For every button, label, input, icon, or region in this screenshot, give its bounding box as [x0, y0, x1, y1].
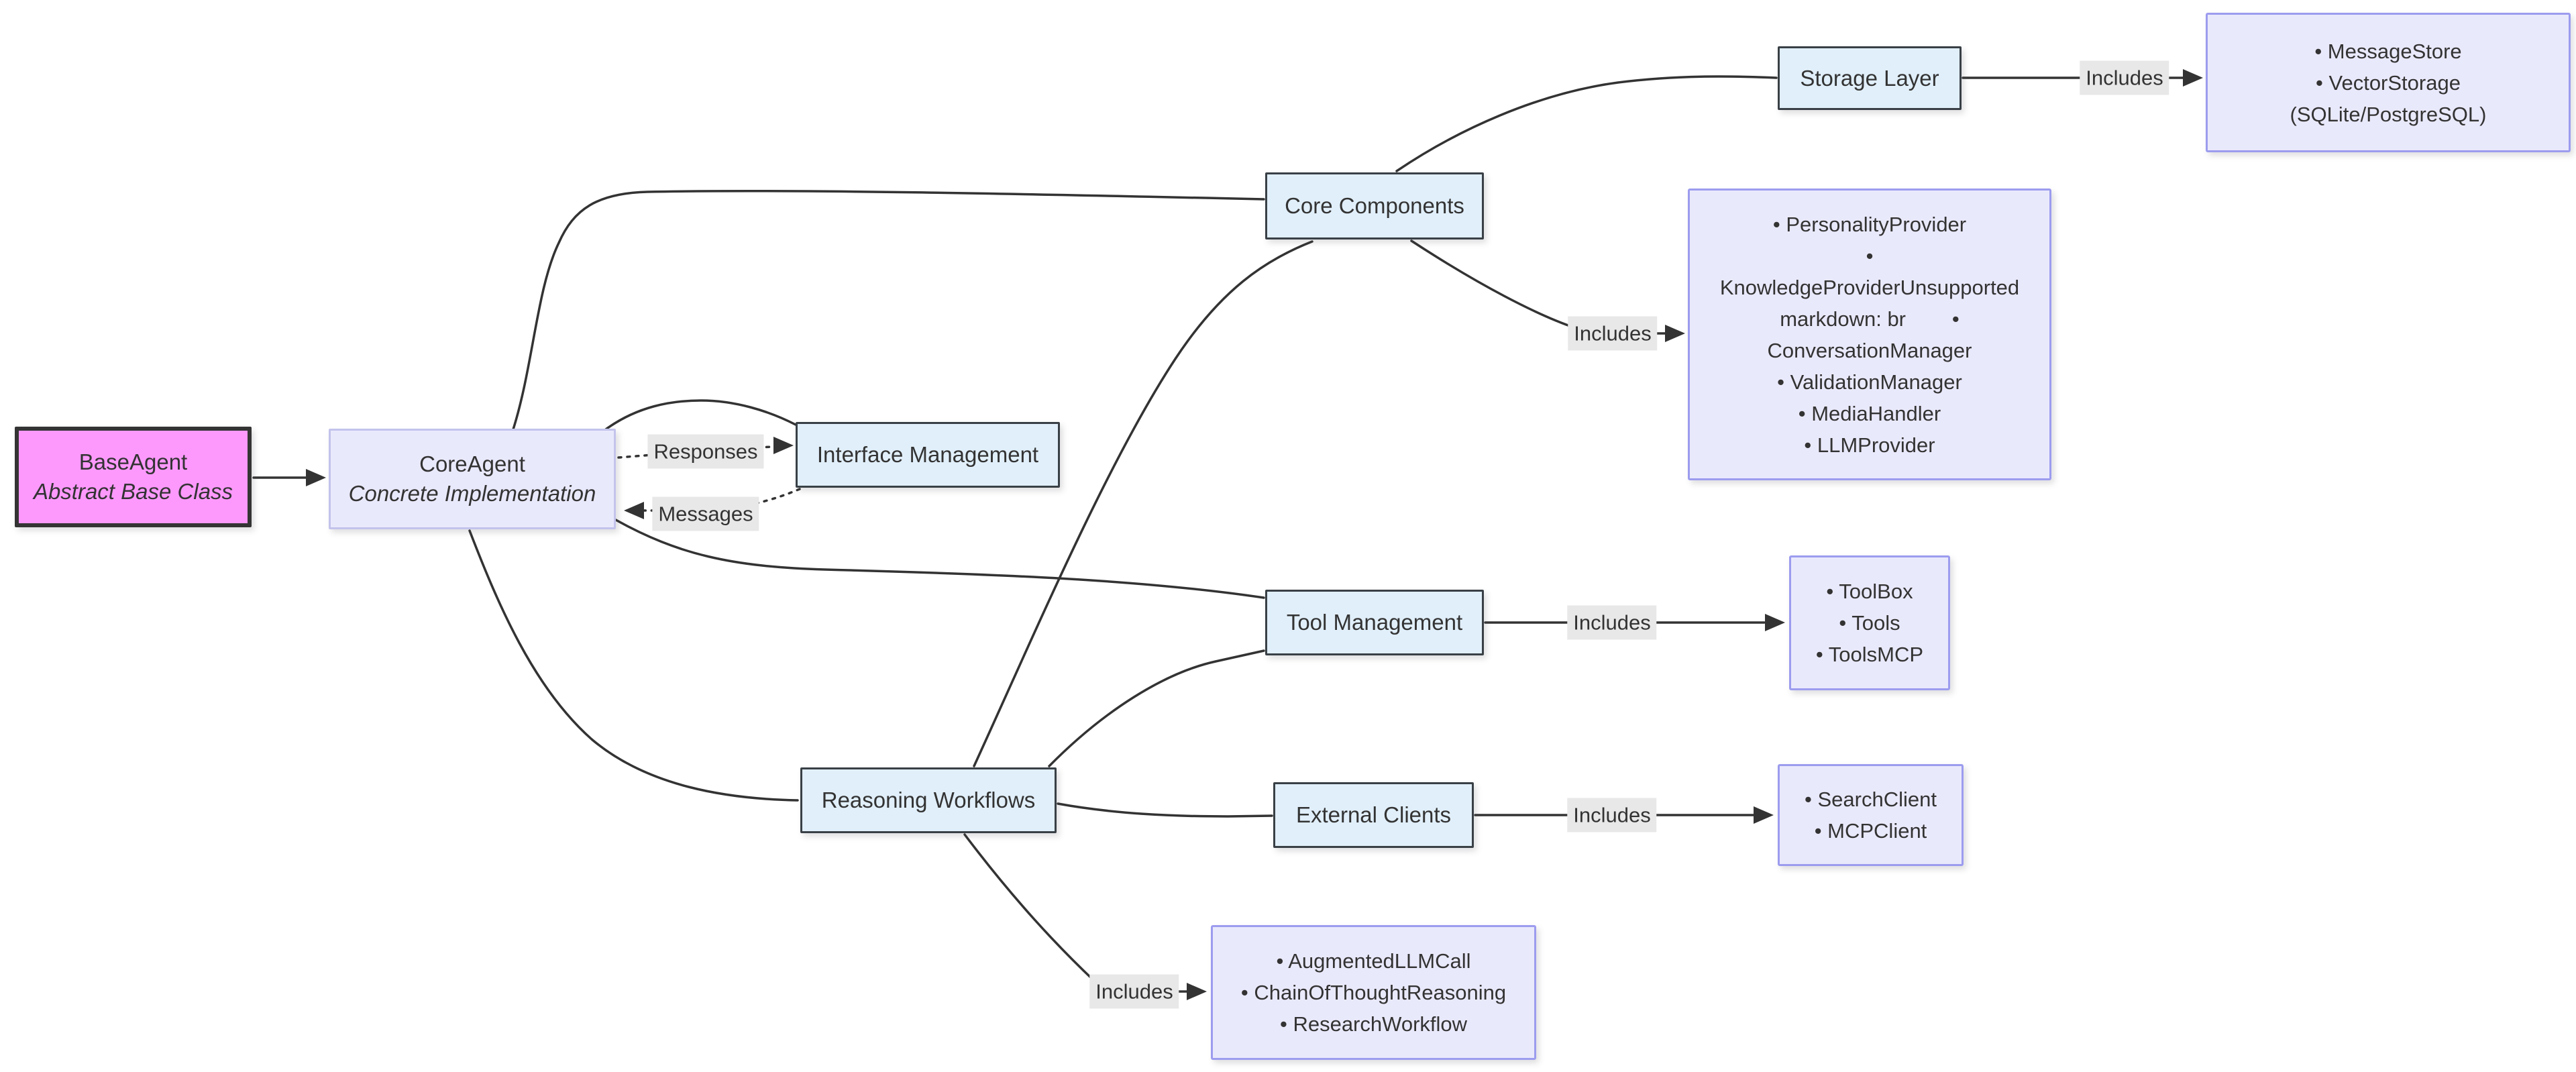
edge-label-includes-reasoning: Includes — [1089, 974, 1179, 1009]
node-reasoning-items-list: • AugmentedLLMCall • ChainOfThoughtReason… — [1211, 925, 1536, 1060]
node-label: Tool Management — [1286, 610, 1463, 635]
arrowhead-includes-core — [1665, 325, 1685, 342]
list-line: • VectorStorage — [2316, 70, 2461, 95]
node-interface-management: Interface Management — [796, 422, 1060, 488]
arrowhead-includes-storage — [2183, 69, 2203, 87]
edge-reasoning-includes — [963, 833, 1096, 983]
edge-coreagent-reasoning — [468, 529, 799, 802]
edge-corecomponents-includes — [1410, 239, 1577, 329]
arrowhead-messages — [624, 502, 644, 519]
list-line: • Tools — [1839, 611, 1900, 635]
edge-coreagent-interface — [604, 399, 797, 431]
arrowhead-includes-external — [1754, 806, 1774, 824]
edge-label-includes-storage: Includes — [2080, 60, 2169, 95]
list-line: (SQLite/PostgreSQL) — [2290, 102, 2487, 126]
edge-label-includes-tool: Includes — [1567, 605, 1657, 640]
node-reasoning-workflows: Reasoning Workflows — [800, 767, 1057, 833]
arrowhead-responses — [773, 437, 794, 454]
list-line: • MediaHandler — [1798, 401, 1941, 425]
node-label: External Clients — [1295, 802, 1452, 827]
list-line: ConversationManager — [1767, 338, 1972, 362]
edge-label-includes-core: Includes — [1568, 316, 1658, 351]
node-title: CoreAgent — [419, 451, 525, 476]
node-external-clients: External Clients — [1273, 782, 1474, 848]
list-line: markdown: br • — [1780, 307, 1960, 331]
list-line: • ValidationManager — [1777, 370, 1962, 394]
edge-reasoning-toolmanagement — [1048, 649, 1265, 767]
node-storage-layer: Storage Layer — [1778, 46, 1962, 110]
arrowhead-baseagent — [306, 469, 326, 486]
edge-reasoning-corecomponents — [973, 240, 1313, 767]
node-base-agent: BaseAgent Abstract Base Class — [15, 427, 252, 527]
node-core-agent: CoreAgent Concrete Implementation — [329, 429, 616, 529]
edge-coreagent-corecomponents — [512, 189, 1265, 431]
list-line: • PersonalityProvider — [1772, 212, 1967, 236]
node-tool-management: Tool Management — [1265, 590, 1484, 655]
node-core-items-list: • PersonalityProvider • KnowledgeProviderU… — [1688, 189, 2051, 480]
node-tool-items-list: • ToolBox • Tools • ToolsMCP — [1789, 555, 1950, 690]
list-line: • — [1866, 244, 1874, 268]
arrowhead-includes-reasoning — [1187, 983, 1207, 1000]
edge-label-responses: Responses — [647, 434, 764, 469]
node-label: Core Components — [1285, 193, 1464, 218]
list-line: • SearchClient — [1805, 788, 1937, 811]
list-line: • AugmentedLLMCall — [1276, 949, 1471, 973]
edge-label-messages: Messages — [652, 496, 759, 531]
list-line: • ChainOfThoughtReasoning — [1240, 981, 1507, 1004]
node-external-items-list: • SearchClient • MCPClient — [1778, 764, 1964, 866]
node-core-components: Core Components — [1265, 172, 1484, 239]
arrowhead-includes-tool — [1765, 614, 1785, 631]
list-line: • MessageStore — [2314, 39, 2462, 63]
edge-reasoning-externalclients — [1057, 802, 1273, 818]
edge-corecomponents-storagelayer — [1395, 75, 1778, 172]
list-line: • ToolBox — [1826, 580, 1913, 603]
edge-label-includes-external: Includes — [1567, 798, 1657, 833]
node-storage-items-list: • MessageStore • VectorStorage (SQLite/Pos… — [2206, 13, 2571, 152]
list-line: • LLMProvider — [1804, 433, 1935, 457]
list-line: KnowledgeProviderUnsupported — [1719, 275, 2020, 299]
node-subtitle: Abstract Base Class — [33, 479, 233, 504]
node-label: Reasoning Workflows — [821, 788, 1036, 812]
node-label: Interface Management — [816, 442, 1039, 467]
node-title: BaseAgent — [78, 449, 188, 474]
list-line: • ResearchWorkflow — [1279, 1012, 1468, 1036]
list-line: • MCPClient — [1814, 819, 1927, 843]
list-line: • ToolsMCP — [1815, 643, 1924, 666]
node-label: Storage Layer — [1800, 65, 1939, 91]
edge-coreagent-toolmanagement — [614, 519, 1265, 599]
node-subtitle: Concrete Implementation — [348, 481, 596, 506]
